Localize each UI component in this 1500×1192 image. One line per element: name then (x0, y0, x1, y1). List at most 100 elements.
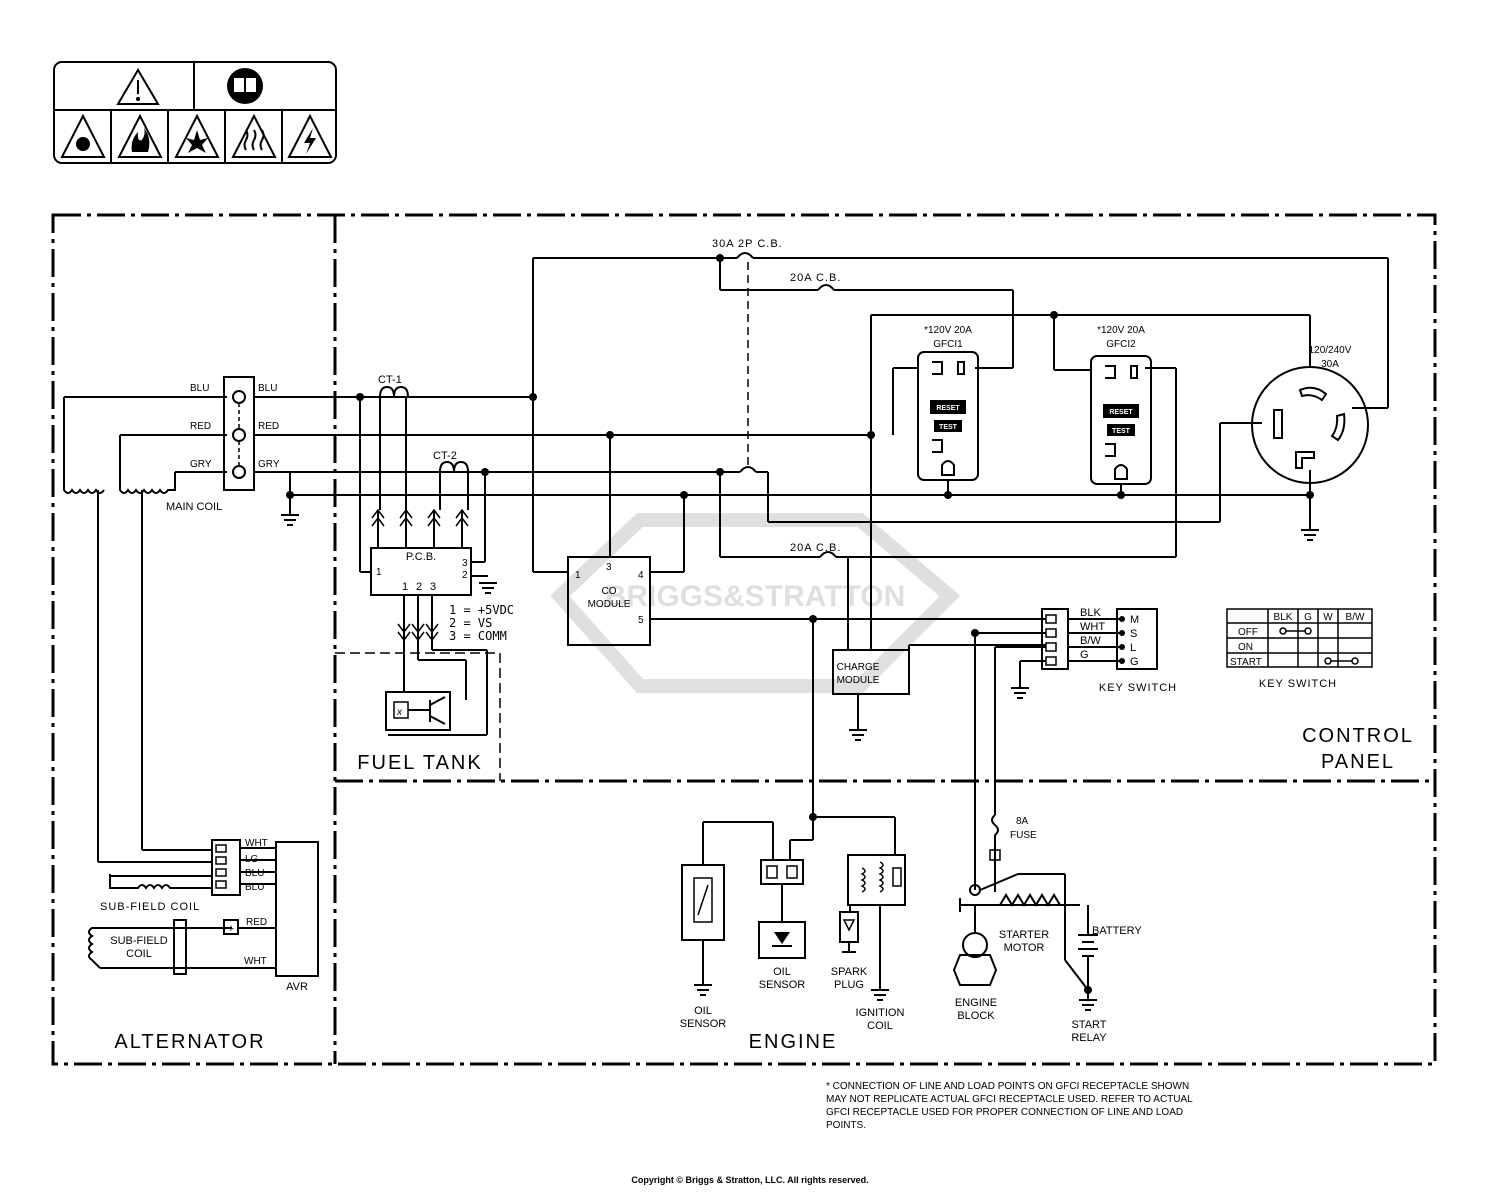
svg-text:BLOCK: BLOCK (957, 1010, 995, 1022)
svg-text:BLK: BLK (1274, 612, 1293, 623)
svg-text:FUSE: FUSE (1010, 830, 1037, 841)
pcb-legend-2: 2 = VS (449, 616, 492, 630)
charge-module-label-1: CHARGE (837, 662, 880, 673)
wire-label-red-right: RED (258, 421, 279, 432)
svg-text:WHT: WHT (244, 956, 267, 967)
pcb-label: P.C.B. (406, 551, 436, 563)
svg-text:LG: LG (245, 854, 259, 865)
svg-text:OFF: OFF (1238, 627, 1258, 638)
circuit-breaker-20a-bottom: 20A C.B. (790, 367, 1177, 558)
svg-text:3: 3 (462, 558, 468, 569)
svg-text:5: 5 (638, 615, 644, 626)
ct2-transformer: CT-2 (433, 450, 469, 473)
gfci1-label-1: *120V 20A (924, 325, 972, 336)
circuit-breaker-20a-top: 20A C.B. (720, 272, 1014, 369)
svg-text:3: 3 (606, 562, 612, 573)
watermark-logo: BRIGGS&STRATTON (550, 513, 961, 693)
warning-icon (116, 68, 160, 105)
battery-label: BATTERY (1092, 925, 1142, 937)
main-coil-label: MAIN COIL (166, 501, 222, 513)
svg-text:BLK: BLK (1080, 607, 1101, 619)
co-module-label-1: CO (602, 586, 617, 597)
oil-sensor-1: OIL SENSOR (680, 864, 727, 1030)
svg-text:G: G (1304, 612, 1312, 623)
cb-20a-bottom-label: 20A C.B. (790, 542, 841, 554)
key-switch-table: BLK G W B/W OFF ON START KEY SWITCH (1226, 608, 1373, 690)
ground-outlet (1301, 529, 1319, 541)
section-title-fuel-tank: FUEL TANK (357, 752, 482, 774)
explosion-icon (174, 113, 220, 158)
co-module: CO MODULE 1 3 4 5 (533, 435, 1046, 646)
manual-book-icon (227, 68, 263, 104)
svg-text:1: 1 (402, 581, 408, 593)
ct1-transformer: CT-1 (378, 374, 409, 398)
spark-plug: SPARK PLUG (831, 911, 868, 991)
wire-label-blu-left: BLU (190, 383, 209, 394)
svg-text:OIL: OIL (694, 1005, 712, 1017)
svg-text:RESET: RESET (1109, 409, 1133, 416)
outlet-label-2: 30A (1321, 359, 1339, 370)
svg-text:SENSOR: SENSOR (680, 1018, 727, 1030)
svg-text:G: G (1080, 649, 1089, 661)
svg-text:START: START (1230, 657, 1262, 668)
svg-text:SPARK: SPARK (831, 966, 868, 978)
svg-text:L: L (1130, 642, 1136, 654)
svg-text:8A: 8A (1016, 816, 1029, 827)
svg-text:WHT: WHT (245, 838, 268, 849)
svg-text:COIL: COIL (126, 948, 152, 960)
svg-text:BLU: BLU (245, 868, 264, 879)
svg-text:2: 2 (462, 570, 468, 581)
charge-module: CHARGE MODULE (832, 557, 1046, 741)
svg-text:ON: ON (1238, 642, 1253, 653)
sub-field-coil-2: SUB-FIELD COIL + RED WHT (88, 917, 276, 975)
svg-text:PLUG: PLUG (834, 979, 864, 991)
section-title-engine: ENGINE (749, 1031, 838, 1053)
svg-text:S: S (1130, 628, 1137, 640)
main-coil: MAIN COIL BLU RED GRY (63, 383, 227, 862)
key-switch-table-title: KEY SWITCH (1259, 678, 1337, 690)
svg-text:1: 1 (575, 570, 581, 581)
wire-label-red-left: RED (190, 421, 211, 432)
wire-label-gry-left: GRY (190, 459, 212, 470)
circuit-breaker-30a: 30A 2P C.B. (532, 238, 1389, 572)
svg-text:TEST: TEST (1112, 428, 1131, 435)
svg-text:ENGINE: ENGINE (955, 997, 997, 1009)
svg-text:x: x (396, 707, 403, 718)
svg-text:4: 4 (638, 570, 644, 581)
svg-text:B/W: B/W (1080, 635, 1101, 647)
svg-text:M: M (1130, 614, 1139, 626)
svg-text:SUB-FIELD: SUB-FIELD (110, 935, 168, 947)
ct1-label: CT-1 (378, 374, 402, 386)
section-title-panel: PANEL (1321, 751, 1395, 773)
svg-text:1: 1 (376, 567, 382, 578)
electrical-shock-icon (287, 113, 333, 158)
gfci2-receptacle: *120V 20A GFCI2 RESET TEST (1050, 311, 1152, 495)
svg-text:WHT: WHT (1080, 621, 1105, 633)
oil-sensor-2: OIL SENSOR (758, 859, 806, 991)
svg-text:3: 3 (430, 581, 436, 593)
key-switch: BLK WHT B/W G M S L G KEY SWITCH (971, 607, 1176, 890)
cb-20a-top-label: 20A C.B. (790, 272, 841, 284)
section-title-alternator: ALTERNATOR (114, 1031, 265, 1053)
co-module-label-2: MODULE (588, 599, 631, 610)
toxic-fumes-icon (60, 113, 106, 158)
engine-block-motor-icon (952, 932, 998, 986)
svg-text:COIL: COIL (867, 1020, 893, 1032)
svg-text:SENSOR: SENSOR (759, 979, 806, 991)
fuse-8a: 8A FUSE (989, 814, 1037, 892)
pcb-legend-3: 3 = COMM (449, 629, 507, 643)
svg-text:BLU: BLU (245, 882, 264, 893)
sub-field-coil-label: SUB-FIELD COIL (100, 901, 200, 913)
avr-unit: AVR WHT LG BLU BLU SUB-FIELD COIL (98, 838, 319, 993)
twist-lock-outlet-30a: 120/240V 30A (1251, 315, 1369, 484)
svg-text:RELAY: RELAY (1071, 1032, 1107, 1044)
svg-text:TEST: TEST (939, 424, 958, 431)
wire-label-blu-right: BLU (258, 383, 277, 394)
ground-symbol (281, 495, 299, 526)
svg-text:STARTER: STARTER (999, 929, 1049, 941)
svg-text:2: 2 (416, 581, 422, 593)
svg-text:W: W (1323, 612, 1333, 623)
gfci-footnote: * CONNECTION OF LINE AND LOAD POINTS ON … (826, 1081, 1193, 1131)
svg-text:RESET: RESET (936, 405, 960, 412)
